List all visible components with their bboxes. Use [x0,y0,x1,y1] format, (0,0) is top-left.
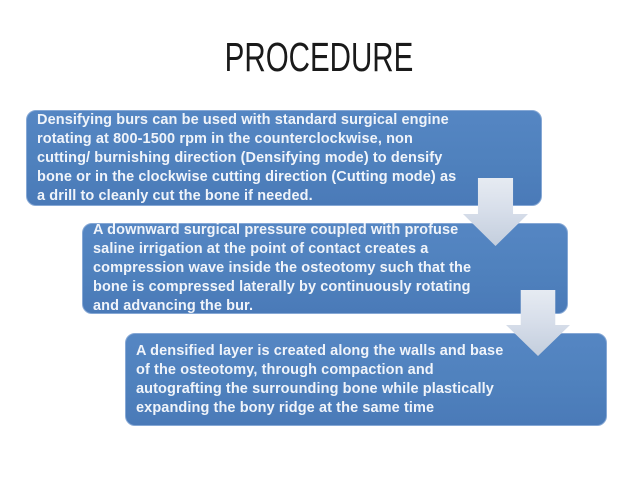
process-step-1: Densifying burs can be used with standar… [26,110,542,206]
process-step-2: A downward surgical pressure coupled wit… [82,222,568,314]
step-2-text: A downward surgical pressure coupled wit… [93,222,472,314]
step-3-text: A densified layer is created along the w… [136,342,504,416]
step-1-text: Densifying burs can be used with standar… [37,111,457,204]
slide-title: PROCEDURE [224,34,414,80]
process-step-3: A densified layer is created along the w… [125,333,607,426]
